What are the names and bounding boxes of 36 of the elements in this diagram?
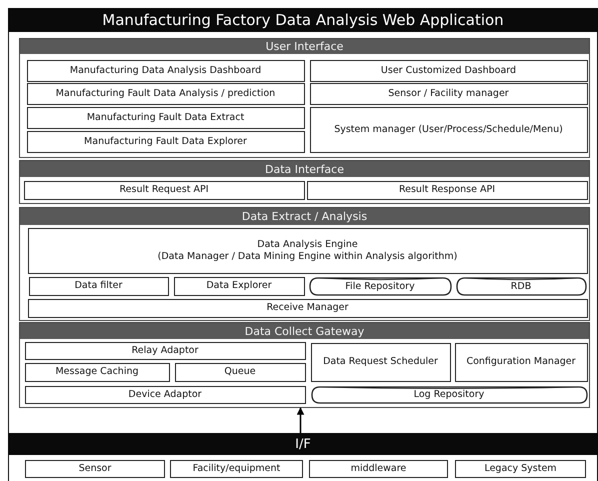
component-box: Result Request API [24, 180, 304, 200]
component-box: Result Response API [306, 180, 588, 200]
component-box: Data Analysis Engine (Data Manager / Data Mining Engine within Analysis algorithm) [28, 228, 588, 274]
component-box: Data filter [28, 276, 168, 296]
component-box: Device Adaptor [24, 386, 306, 404]
layer-panel [19, 160, 590, 204]
layer-header: Data Collect Gateway [20, 323, 589, 339]
component-box: Legacy System [455, 460, 586, 478]
component-box: middleware [309, 460, 448, 478]
component-box: Data Explorer [174, 276, 304, 296]
component-box: Receive Manager [28, 298, 588, 318]
component-box: Manufacturing Fault Data Explorer [26, 130, 304, 152]
layer-panel [19, 38, 590, 158]
component-box: Sensor / Facility manager [310, 82, 588, 104]
storage-cylinder: Log Repository [310, 386, 588, 404]
storage-cylinder: RDB [456, 276, 586, 296]
layer-panel [19, 207, 590, 321]
component-box: Manufacturing Fault Data Analysis / prediction [26, 82, 304, 104]
title-band: Manufacturing Factory Data Analysis Web Application [8, 8, 598, 32]
component-box: Message Caching [24, 362, 170, 382]
component-box: Relay Adaptor [24, 342, 306, 360]
component-box: Facility/equipment [170, 460, 303, 478]
component-box: System manager (User/Process/Schedule/Menu) [310, 106, 588, 152]
layer-panel [19, 322, 590, 408]
component-box: User Customized Dashboard [310, 60, 588, 82]
layer-header: Data Interface [20, 161, 589, 177]
component-box: Manufacturing Fault Data Extract [26, 106, 304, 128]
interface-band: I/F [8, 433, 598, 455]
component-box: Configuration Manager [454, 342, 588, 382]
storage-cylinder: File Repository [308, 276, 452, 296]
component-box: Data Request Scheduler [310, 342, 450, 382]
layer-header: Data Extract / Analysis [20, 208, 589, 225]
layer-header: User Interface [20, 39, 589, 54]
component-box: Sensor [25, 460, 165, 478]
component-box: Manufacturing Data Analysis Dashboard [26, 60, 304, 82]
component-box: Queue [174, 362, 306, 382]
